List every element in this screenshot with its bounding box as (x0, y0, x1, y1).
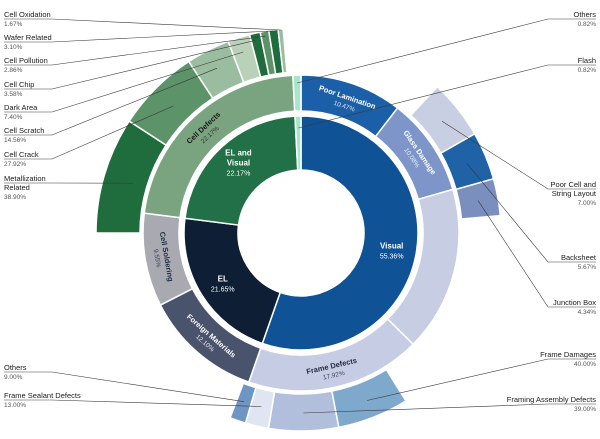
callout-junction-box-12-label: Junction Box (553, 298, 596, 307)
inner-label-el: EL (218, 274, 228, 283)
callout-cell-oxidation-0-leader-line (4, 18, 281, 31)
callout-cell-scratch-5-leader-line (4, 67, 218, 136)
callout-wafer-related-1-label: Wafer Related (4, 33, 52, 42)
callout-backsheet-11-pct: 5.67% (578, 264, 597, 271)
callout-metallization-related-7-pct: 38.90% (4, 194, 26, 201)
rings-layer (95, 27, 502, 432)
callout-framing-assembly-defects-14-pct: 39.00% (574, 406, 596, 413)
inner-pct-el: 21.65% (211, 286, 235, 293)
callout-poor-cell-and-string-layout-10-leader-line (441, 121, 596, 190)
callout-metallization-related-7-label: Metallization (4, 174, 46, 183)
inner-pct-visual: 55.36% (380, 253, 404, 260)
callout-junction-box-12-pct: 4.34% (578, 309, 597, 316)
callout-backsheet-11-label: Backsheet (561, 253, 597, 262)
callout-cell-scratch-5-label: Cell Scratch (4, 126, 44, 135)
callout-wafer-related-1-pct: 3.10% (4, 44, 23, 51)
callout-cell-chip-3-label: Cell Chip (4, 80, 34, 89)
callout-dark-area-4-label: Dark Area (4, 103, 38, 112)
callout-others-8-label: Others (573, 10, 596, 19)
callout-frame-sealant-defects-16-label: Frame Sealant Defects (4, 391, 81, 400)
callout-frame-damages-13-leader-line (366, 358, 596, 401)
callout-dark-area-4-leader-line (4, 51, 244, 113)
inner-slice-el-and-visual (184, 115, 299, 226)
inner-slice-el (183, 217, 282, 345)
inner-pct-el-and-visual: 22.17% (227, 171, 251, 178)
callout-cell-oxidation-0-pct: 1.67% (4, 21, 23, 28)
callout-dark-area-4-pct: 7.40% (4, 114, 23, 121)
callout-cell-pollution-2-leader-line (4, 35, 266, 66)
inner-slice-visual (261, 115, 419, 351)
callout-cell-pollution-2-pct: 2.86% (4, 67, 23, 74)
callout-junction-box-12-leader-line (477, 200, 596, 308)
callout-poor-cell-and-string-layout-10-label: Poor Cell and (551, 180, 596, 189)
inner-label-el-and-visual: EL and (225, 149, 252, 158)
callout-framing-assembly-defects-14-leader-line (303, 403, 596, 414)
outer-right-slice-segment-2 (455, 177, 502, 220)
middle-pct-frame-defects: 17.92% (322, 370, 345, 382)
callout-cell-oxidation-0-label: Cell Oxidation (4, 10, 51, 19)
leader-lines-layer (4, 18, 596, 414)
callout-poor-cell-and-string-layout-10-pct: 7.00% (578, 200, 597, 207)
callout-backsheet-11-leader-line (466, 163, 596, 263)
callout-wafer-related-1-leader-line (4, 30, 274, 43)
callout-others-15-pct: 9.00% (4, 374, 23, 381)
callout-cell-chip-3-leader-line (4, 39, 257, 90)
callout-cell-crack-6-pct: 27.92% (4, 161, 26, 168)
callout-others-15-leader-line (4, 371, 245, 402)
middle-pct-cell-soldering: 9.55% (152, 249, 162, 269)
callout-cell-chip-3-pct: 3.58% (4, 91, 23, 98)
callout-cell-crack-6-label: Cell Crack (4, 150, 39, 159)
inner-label-visual: Visual (380, 241, 403, 250)
callout-flash-9-pct: 0.82% (578, 67, 597, 74)
callout-cell-scratch-5-pct: 14.56% (4, 137, 26, 144)
callout-others-8-leader-line (297, 18, 596, 84)
callout-poor-cell-and-string-layout-10-label-line2: String Layout (552, 189, 597, 198)
callout-flash-9-label: Flash (578, 56, 596, 65)
inner-label-el-and-visual-line2: Visual (227, 159, 250, 168)
middle-slice-segment-7 (292, 74, 302, 112)
callout-frame-damages-13-label: Frame Damages (540, 350, 596, 359)
callout-cell-pollution-2-label: Cell Pollution (4, 56, 48, 65)
callout-framing-assembly-defects-14-label: Framing Assembly Defects (507, 395, 596, 404)
callout-frame-sealant-defects-16-leader-line (4, 399, 262, 407)
outer-bottom-slice-segment-3 (229, 382, 257, 424)
callout-metallization-related-7-label-line2: Related (4, 183, 30, 192)
callout-cell-crack-6-leader-line (4, 105, 174, 160)
inner-slice-segment-3 (294, 115, 302, 171)
callout-flash-9-leader-line (298, 64, 596, 129)
callout-frame-damages-13-pct: 40.00% (574, 361, 596, 368)
callout-others-15-label: Others (4, 363, 27, 372)
callout-others-8-pct: 0.82% (578, 21, 597, 28)
outer-top-slice-segment-7 (277, 27, 288, 74)
callout-frame-sealant-defects-16-pct: 13.00% (4, 402, 26, 409)
outer-bottom-slice-segment-1 (267, 390, 340, 432)
